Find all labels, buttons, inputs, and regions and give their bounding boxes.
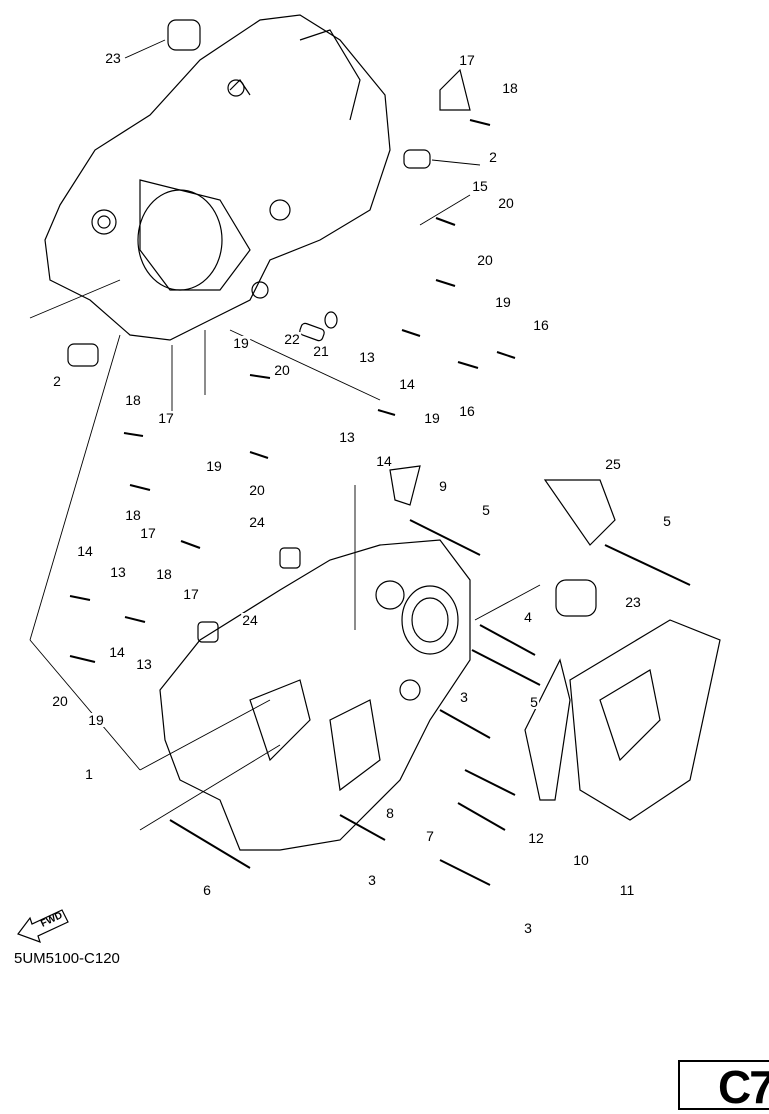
callout: 23 [104, 50, 122, 66]
callout: 3 [523, 920, 533, 936]
callout: 4 [523, 609, 533, 625]
callout: 18 [155, 566, 173, 582]
callout: 24 [241, 612, 259, 628]
callout: 19 [205, 458, 223, 474]
callout: 14 [398, 376, 416, 392]
callout: 5 [662, 513, 672, 529]
callout: 8 [385, 805, 395, 821]
small-parts [67, 19, 721, 821]
callout: 11 [618, 882, 636, 898]
callout: 16 [532, 317, 550, 333]
callout: 20 [248, 482, 266, 498]
callout: 10 [572, 852, 590, 868]
callout: 3 [367, 872, 377, 888]
callout: 19 [423, 410, 441, 426]
fwd-label-icon: FWD [39, 910, 64, 930]
leader-lines [29, 39, 541, 831]
callout: 13 [109, 564, 127, 580]
callout: 2 [488, 149, 498, 165]
callout: 18 [501, 80, 519, 96]
callout: 20 [497, 195, 515, 211]
callout: 19 [494, 294, 512, 310]
crankcase-right-half [159, 539, 471, 851]
page-label-box: C7 [678, 1060, 769, 1113]
callout: 16 [458, 403, 476, 419]
callout: 22 [283, 331, 301, 347]
callout: 25 [604, 456, 622, 472]
callout: 15 [471, 178, 489, 194]
callout: 3 [459, 689, 469, 705]
callout: 14 [375, 453, 393, 469]
callout: 21 [312, 343, 330, 359]
callout: 9 [438, 478, 448, 494]
callout: 5 [481, 502, 491, 518]
callout: 24 [248, 514, 266, 530]
callout: 6 [202, 882, 212, 898]
callout: 13 [338, 429, 356, 445]
callout: 13 [358, 349, 376, 365]
callout: 1 [84, 766, 94, 782]
callout: 14 [108, 644, 126, 660]
diagram-code: 5UM5100-C120 [14, 950, 120, 967]
callout: 17 [182, 586, 200, 602]
callout: 5 [529, 694, 539, 710]
callout: 17 [139, 525, 157, 541]
callout: 18 [124, 507, 142, 523]
callout: 17 [157, 410, 175, 426]
callout: 13 [135, 656, 153, 672]
callout: 18 [124, 392, 142, 408]
callout: 20 [51, 693, 69, 709]
callout: 19 [87, 712, 105, 728]
callout: 2 [52, 373, 62, 389]
callout: 23 [624, 594, 642, 610]
bolts [69, 119, 691, 886]
callout: 20 [476, 252, 494, 268]
callout: 19 [232, 335, 250, 351]
crankcase-left-half [44, 14, 391, 341]
callout: 20 [273, 362, 291, 378]
callout: 7 [425, 828, 435, 844]
callout: 14 [76, 543, 94, 559]
callout: 17 [458, 52, 476, 68]
page-label: C7 [718, 1061, 769, 1113]
fwd-arrow-icon [17, 909, 69, 943]
svg-text:FWD: FWD [39, 910, 64, 930]
callout: 12 [527, 830, 545, 846]
